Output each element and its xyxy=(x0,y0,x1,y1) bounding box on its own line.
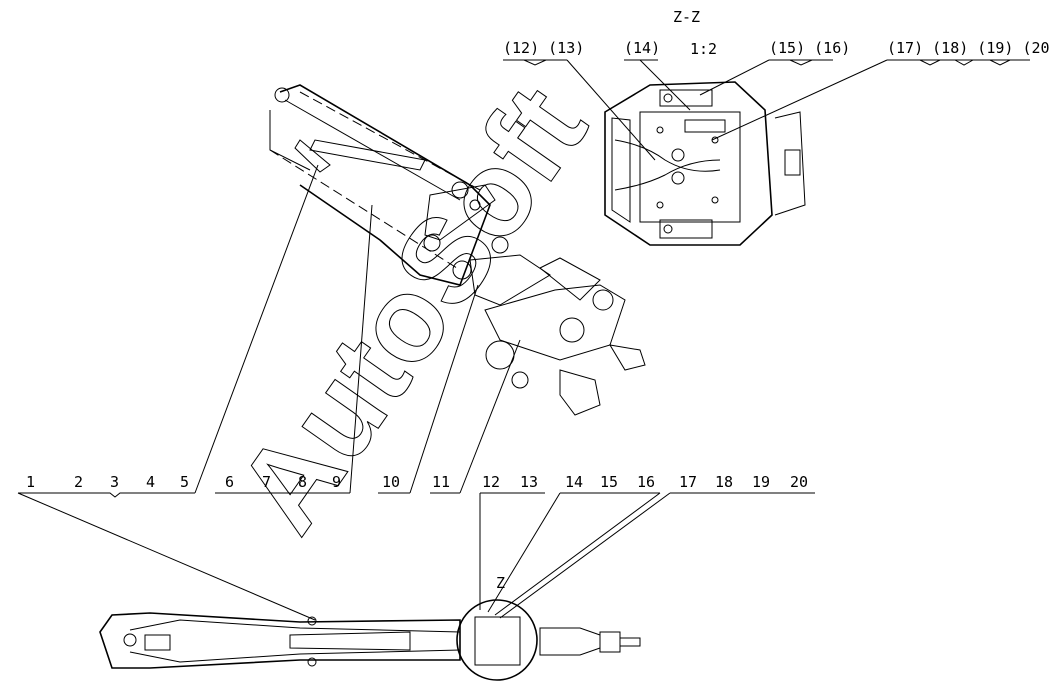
bolt-top xyxy=(663,93,673,103)
callout-13: 13 xyxy=(520,473,538,491)
top-pivot xyxy=(123,633,137,647)
linkage-arm xyxy=(424,184,496,241)
callout-9: 9 xyxy=(332,473,341,491)
view-label-14: (14) xyxy=(624,39,660,57)
callout-19: 19 xyxy=(752,473,770,491)
top-fitting-1 xyxy=(307,616,317,626)
housing-outline xyxy=(604,81,773,246)
link-pin-1 xyxy=(451,181,469,199)
cap-slot xyxy=(784,149,801,176)
view-title: Z-Z xyxy=(673,8,700,26)
callout-row: 1 2 3 4 5 6 7 8 9 10 11 12 13 14 15 16 1… xyxy=(17,164,815,621)
hose-lower xyxy=(614,159,721,191)
section-marker: Z xyxy=(496,574,505,592)
leader-11 xyxy=(459,339,521,494)
view-label-15-16: (15) (16) xyxy=(769,39,850,57)
callout-3: 3 xyxy=(110,473,119,491)
gripper-body xyxy=(484,284,626,361)
callout-12: 12 xyxy=(482,473,500,491)
callout-16: 16 xyxy=(637,473,655,491)
top-fitting-2 xyxy=(307,657,317,667)
callout-20: 20 xyxy=(790,473,808,491)
gripper-finger-lower xyxy=(559,369,601,416)
section-view-zz: Z-Z 1:2 (12) (13) (14) (15) (16) (17) (1… xyxy=(503,8,1050,246)
tool-tip xyxy=(619,637,641,647)
callout-6: 6 xyxy=(225,473,234,491)
fitting-a xyxy=(671,148,685,162)
rotator-ring xyxy=(456,599,538,681)
leader-17-20 xyxy=(711,59,888,141)
top-end-block xyxy=(144,634,171,651)
boom-pivot xyxy=(274,87,290,103)
callout-7: 7 xyxy=(262,473,271,491)
tool-collar xyxy=(599,631,621,653)
housing-right-cap xyxy=(774,111,806,216)
view-scale: 1:2 xyxy=(690,40,717,58)
boom-side-view xyxy=(269,84,646,416)
boom-hidden-line-1 xyxy=(299,91,481,191)
fitting-b xyxy=(671,171,685,185)
top-boom-line-2 xyxy=(129,649,461,663)
callout-15: 15 xyxy=(600,473,618,491)
callout-2: 2 xyxy=(74,473,83,491)
callout-18: 18 xyxy=(715,473,733,491)
watermark: AutoSoft xyxy=(212,63,612,555)
bolt-4 xyxy=(711,196,719,204)
boom-outline xyxy=(279,84,491,286)
callout-5: 5 xyxy=(180,473,189,491)
gripper-finger-right xyxy=(609,344,646,371)
link-pin-4 xyxy=(491,236,509,254)
top-block xyxy=(659,89,713,107)
callout-14: 14 xyxy=(565,473,583,491)
tool-mount xyxy=(539,627,601,656)
leader-17 xyxy=(499,492,671,619)
leader-15-16 xyxy=(699,59,770,96)
callout-10: 10 xyxy=(382,473,400,491)
gripper-jaw-upper xyxy=(539,257,601,301)
boom-end-plate xyxy=(269,110,311,171)
gripper-hole-2 xyxy=(559,317,585,343)
bottom-block xyxy=(659,219,713,239)
hose-fitting xyxy=(294,139,331,173)
bracket-15-16 xyxy=(769,59,833,66)
callout-1: 1 xyxy=(26,473,35,491)
boom-top-view: Z xyxy=(99,574,641,681)
top-boom-line-1 xyxy=(129,619,461,633)
callout-4: 4 xyxy=(146,473,155,491)
link-pin-2 xyxy=(469,199,481,211)
callout-8: 8 xyxy=(298,473,307,491)
bolt-2 xyxy=(656,201,664,209)
leader-5 xyxy=(194,164,319,494)
leader-1 xyxy=(17,492,316,621)
callout-17: 17 xyxy=(679,473,697,491)
bolt-1 xyxy=(656,126,664,134)
view-label-12-13: (12) (13) xyxy=(503,39,584,57)
gripper-hole-4 xyxy=(511,371,529,389)
hydraulic-cylinder xyxy=(309,139,426,171)
leader-9 xyxy=(349,204,373,494)
leader-14 xyxy=(487,492,561,613)
view-label-17-20: (17) (18) (19) (20) xyxy=(887,39,1050,57)
top-cylinder xyxy=(289,631,411,651)
hose-upper xyxy=(614,139,721,172)
rotator-block xyxy=(474,616,521,666)
top-boom-outline xyxy=(99,612,461,669)
inner-plate xyxy=(684,119,726,133)
housing-inner-frame xyxy=(639,111,741,223)
bolt-bottom xyxy=(663,224,673,234)
callout-11: 11 xyxy=(432,473,450,491)
leader-16 xyxy=(494,492,661,616)
head-mount xyxy=(469,254,551,306)
callout-line-1-5 xyxy=(18,492,195,498)
gripper-hole-1 xyxy=(592,289,614,311)
link-pin-3 xyxy=(423,234,441,252)
bracket-12-13 xyxy=(503,59,567,66)
housing-left-wall xyxy=(611,117,631,223)
bracket-17-20 xyxy=(887,59,1030,66)
bolt-3 xyxy=(711,136,719,144)
leader-10 xyxy=(409,284,479,494)
